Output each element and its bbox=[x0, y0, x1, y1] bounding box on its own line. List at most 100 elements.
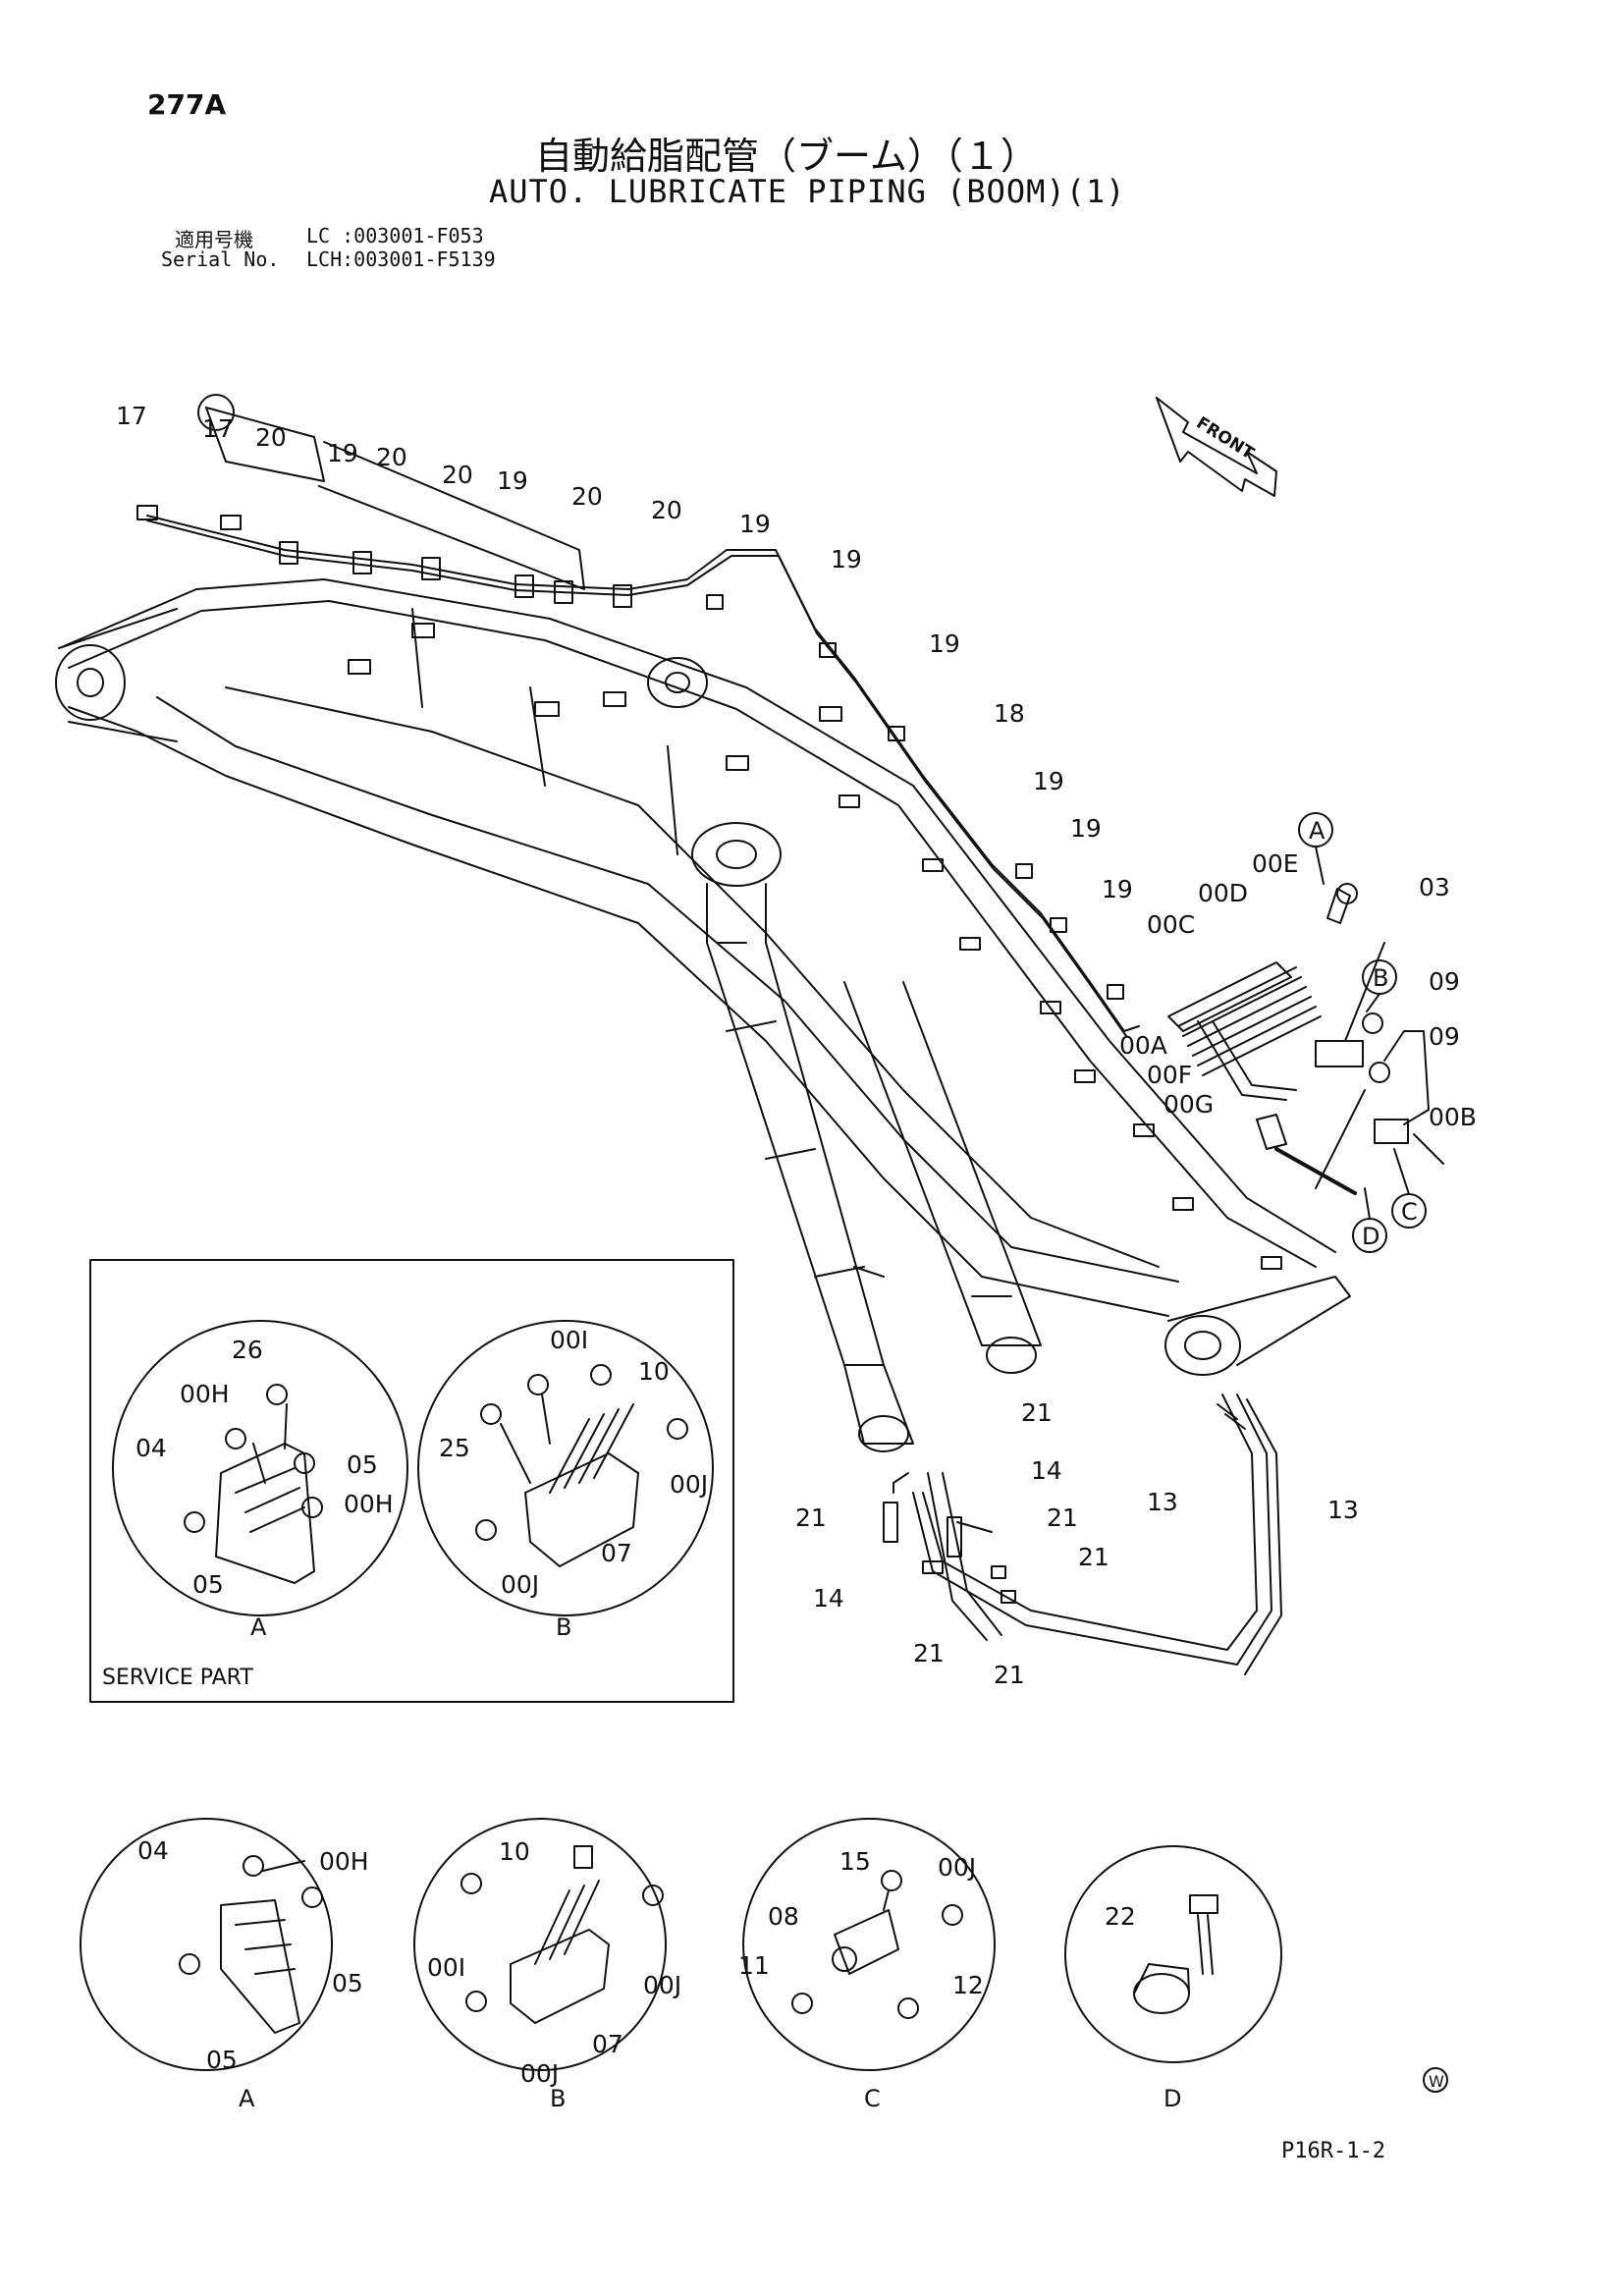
det-c-label-11: 11 bbox=[738, 1951, 770, 1980]
label-21: 21 bbox=[994, 1661, 1025, 1689]
serial-label-jp: 適用号機 bbox=[175, 228, 253, 251]
callout-a-letter: A bbox=[1309, 817, 1325, 845]
detail-d-parts bbox=[1133, 1894, 1218, 2014]
callout-d-letter: D bbox=[1362, 1223, 1380, 1250]
svc-a-label-04: 04 bbox=[135, 1434, 167, 1462]
label-19: 19 bbox=[1070, 814, 1102, 843]
detail-b-letter: B bbox=[550, 2085, 566, 2112]
service-detail-a-circle bbox=[112, 1320, 408, 1616]
page-number: 277A bbox=[147, 88, 227, 121]
detail-d-circle bbox=[1064, 1845, 1282, 2063]
label-21: 21 bbox=[913, 1639, 945, 1667]
detail-d-letter: D bbox=[1163, 2085, 1181, 2112]
svc-a-label-00H: 00H bbox=[180, 1380, 230, 1408]
svc-detail-a-letter: A bbox=[250, 1613, 267, 1641]
detail-b-circle bbox=[413, 1818, 667, 2071]
service-part-label: SERVICE PART bbox=[102, 1666, 253, 1690]
label-13: 13 bbox=[1327, 1496, 1359, 1524]
boom-cylinders bbox=[691, 822, 1042, 1452]
label-09: 09 bbox=[1429, 1022, 1460, 1051]
label-20: 20 bbox=[442, 461, 473, 489]
serial-range-lc: LC :003001-F053 bbox=[306, 224, 484, 247]
title-japanese: 自動給脂配管（ブーム）（１） bbox=[535, 135, 1038, 178]
svc-b-label-00J: 00J bbox=[501, 1570, 539, 1599]
det-b-label-00J: 00J bbox=[520, 2059, 559, 2088]
label-20: 20 bbox=[571, 482, 603, 511]
label-18: 18 bbox=[994, 699, 1025, 728]
boom-body bbox=[55, 394, 1351, 1376]
label-19: 19 bbox=[831, 545, 862, 574]
title-english: AUTO. LUBRICATE PIPING (BOOM)(1) bbox=[489, 173, 1126, 210]
det-b-label-00I: 00I bbox=[427, 1953, 465, 1982]
svc-detail-b-letter: B bbox=[556, 1613, 571, 1641]
det-a-label-05: 05 bbox=[332, 1969, 363, 1997]
svc-b-label-00I: 00I bbox=[550, 1326, 588, 1354]
detail-a-letter: A bbox=[239, 2085, 255, 2112]
det-d-label-22: 22 bbox=[1105, 1902, 1136, 1931]
label-20: 20 bbox=[255, 423, 287, 452]
label-00D: 00D bbox=[1198, 879, 1248, 907]
label-21: 21 bbox=[1078, 1543, 1109, 1571]
watermark-letter: W bbox=[1429, 2072, 1444, 2091]
service-detail-b-circle bbox=[417, 1320, 714, 1616]
label-00F: 00F bbox=[1147, 1061, 1192, 1089]
svc-b-label-07: 07 bbox=[601, 1539, 632, 1567]
label-14: 14 bbox=[813, 1584, 844, 1613]
label-19: 19 bbox=[1102, 875, 1133, 903]
label-03: 03 bbox=[1419, 873, 1450, 902]
label-19: 19 bbox=[327, 439, 358, 467]
detail-a-circle bbox=[80, 1818, 333, 2071]
service-detail-b-parts bbox=[475, 1364, 688, 1567]
front-arrow bbox=[1156, 397, 1277, 497]
label-09: 09 bbox=[1429, 967, 1460, 996]
svc-a-label-26: 26 bbox=[232, 1336, 263, 1364]
svc-a-label-00H: 00H bbox=[344, 1490, 394, 1518]
detail-c-parts bbox=[791, 1870, 963, 2019]
det-c-label-00J: 00J bbox=[938, 1853, 976, 1882]
label-00B: 00B bbox=[1429, 1103, 1477, 1131]
det-b-label-00J: 00J bbox=[643, 1971, 681, 1999]
label-20: 20 bbox=[651, 496, 682, 524]
det-c-label-12: 12 bbox=[952, 1971, 984, 1999]
det-a-label-05: 05 bbox=[206, 2046, 238, 2074]
service-part-box bbox=[89, 1259, 734, 1703]
callout-b-letter: B bbox=[1373, 964, 1388, 992]
label-19: 19 bbox=[929, 629, 960, 658]
label-19: 19 bbox=[739, 510, 771, 538]
hoses-13 bbox=[883, 1394, 1282, 1675]
detail-c-letter: C bbox=[864, 2085, 881, 2112]
callout-c-letter: C bbox=[1401, 1198, 1418, 1226]
label-14: 14 bbox=[1031, 1456, 1062, 1485]
label-00E: 00E bbox=[1252, 849, 1299, 878]
label-21: 21 bbox=[1021, 1398, 1053, 1427]
label-00C: 00C bbox=[1147, 910, 1195, 939]
det-c-label-08: 08 bbox=[768, 1902, 799, 1931]
label-19: 19 bbox=[497, 466, 528, 495]
label-20: 20 bbox=[376, 443, 407, 471]
label-21: 21 bbox=[1047, 1503, 1078, 1532]
label-19: 19 bbox=[1033, 767, 1064, 795]
serial-label-en: Serial No. bbox=[161, 247, 280, 271]
detail-b-parts bbox=[460, 1845, 664, 2024]
label-17: 17 bbox=[202, 414, 234, 443]
detail-c-circle bbox=[742, 1818, 996, 2071]
watermark-circle bbox=[1423, 2067, 1448, 2093]
serial-range-lch: LCH:003001-F5139 bbox=[306, 247, 496, 271]
svc-a-label-05: 05 bbox=[347, 1450, 378, 1479]
label-00G: 00G bbox=[1163, 1090, 1214, 1119]
svc-b-label-25: 25 bbox=[439, 1434, 470, 1462]
label-17: 17 bbox=[116, 402, 147, 430]
det-a-label-04: 04 bbox=[137, 1836, 169, 1865]
det-b-label-10: 10 bbox=[499, 1837, 530, 1866]
svc-a-label-05: 05 bbox=[192, 1570, 224, 1599]
detail-a-parts bbox=[179, 1855, 323, 2034]
label-13: 13 bbox=[1147, 1488, 1178, 1516]
det-b-label-07: 07 bbox=[592, 2030, 623, 2058]
service-detail-a-parts bbox=[184, 1384, 323, 1584]
svc-b-label-10: 10 bbox=[638, 1357, 670, 1386]
label-21: 21 bbox=[795, 1503, 827, 1532]
label-00A: 00A bbox=[1119, 1031, 1167, 1060]
det-a-label-00H: 00H bbox=[319, 1847, 369, 1876]
distributor-block bbox=[1167, 883, 1444, 1195]
